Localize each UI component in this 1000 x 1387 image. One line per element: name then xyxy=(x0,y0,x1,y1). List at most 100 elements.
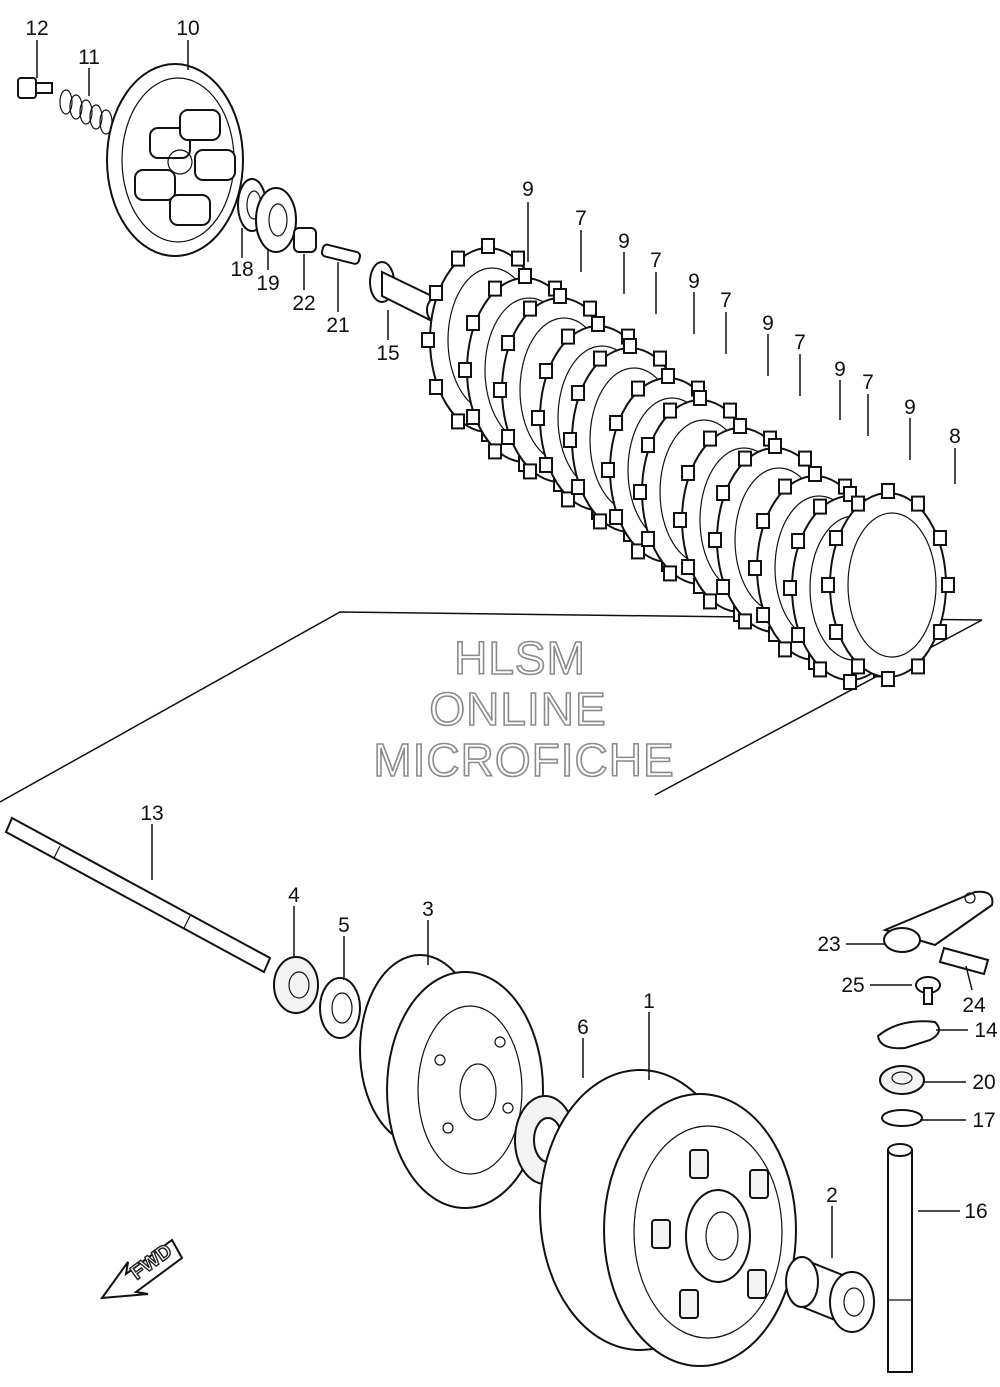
callout-24: 24 xyxy=(962,994,986,1017)
plate-tab xyxy=(458,362,472,378)
bolt-24 xyxy=(938,946,990,976)
plate-tab xyxy=(591,316,605,332)
adjust-screw-21 xyxy=(320,243,362,265)
plate-tab xyxy=(808,466,822,482)
plate-tab xyxy=(539,363,554,379)
plate-tab xyxy=(778,478,792,495)
callout-4: 4 xyxy=(288,884,300,907)
plate-tab xyxy=(523,300,537,317)
plate-tab xyxy=(851,495,865,512)
push-rod-13 xyxy=(4,816,272,974)
plate-tab xyxy=(466,409,481,425)
plate-tab xyxy=(561,328,575,345)
plate-tab xyxy=(488,443,502,460)
plate-tab xyxy=(738,613,752,630)
bolt-12 xyxy=(17,77,53,99)
callout-9a: 9 xyxy=(522,178,534,201)
callout-13: 13 xyxy=(140,802,163,825)
plate-tab xyxy=(553,288,567,304)
watermark-line-2: ONLINE xyxy=(429,683,606,735)
plate-tab xyxy=(641,531,656,547)
plate-tab xyxy=(778,641,792,658)
clutch-housing-1 xyxy=(539,1069,797,1367)
assembly-bracket-outline xyxy=(0,611,983,803)
plate-tab xyxy=(609,415,624,431)
callout-3: 3 xyxy=(422,898,434,921)
callout-23: 23 xyxy=(817,933,840,956)
callout-9e: 9 xyxy=(834,358,846,381)
plate-tab xyxy=(663,565,677,582)
callout-numbers: 12 11 10 18 19 22 21 15 9 7 9 7 9 7 9 7 … xyxy=(25,17,998,1223)
plate-tab xyxy=(681,465,696,481)
plate-tab xyxy=(791,627,806,643)
callout-25: 25 xyxy=(841,974,864,997)
plate-tab xyxy=(429,379,444,395)
plate-tab xyxy=(748,560,762,576)
callout-14: 14 xyxy=(974,1019,998,1042)
plate-tab xyxy=(488,280,502,297)
plate-tab xyxy=(756,513,771,529)
callout-7b: 7 xyxy=(650,249,662,272)
push-piece-15 xyxy=(369,261,442,322)
plate-tab xyxy=(661,368,675,384)
plate-tab xyxy=(932,624,947,640)
plate-tab xyxy=(941,577,955,593)
plate-tab xyxy=(681,559,696,575)
callout-6: 6 xyxy=(577,1016,589,1039)
callout-7a: 7 xyxy=(575,207,587,230)
plate-tab xyxy=(723,402,737,419)
plate-tab xyxy=(583,300,597,317)
plate-tab xyxy=(481,238,495,254)
plate-tab xyxy=(791,533,806,549)
plate-tab xyxy=(798,450,812,467)
plate-tab xyxy=(601,462,615,478)
plate-tab xyxy=(501,335,516,351)
callout-9f: 9 xyxy=(904,396,916,419)
watermark-line-3: MICROFICHE xyxy=(373,734,674,786)
plate-tab xyxy=(851,658,865,675)
plate-tab xyxy=(813,661,827,678)
plate-tab xyxy=(451,250,465,267)
plate-tab xyxy=(881,483,895,499)
plate-tab xyxy=(663,402,677,419)
plate-tab xyxy=(593,350,607,367)
callout-18: 18 xyxy=(230,258,253,281)
plate-tab xyxy=(518,268,532,284)
plate-tab xyxy=(673,512,687,528)
plate-tab xyxy=(881,671,895,687)
plate-tab xyxy=(633,484,647,500)
callout-21: 21 xyxy=(326,314,349,337)
plate-tab xyxy=(716,579,731,595)
callout-22: 22 xyxy=(292,292,315,315)
spacer-2 xyxy=(785,1256,875,1333)
plate-tab xyxy=(466,315,481,331)
plate-tab xyxy=(829,530,844,546)
clutch-plate-stack xyxy=(421,238,955,690)
plate-tab xyxy=(708,532,722,548)
callout-16: 16 xyxy=(964,1200,987,1223)
plate-tab xyxy=(493,382,507,398)
plate-tab xyxy=(451,413,465,430)
plate-tab xyxy=(631,543,645,560)
callout-19: 19 xyxy=(256,272,279,295)
spring-11 xyxy=(59,89,113,135)
plate-tab xyxy=(421,332,435,348)
plate-tab xyxy=(733,418,747,434)
plate-tab xyxy=(571,479,586,495)
callout-20: 20 xyxy=(972,1071,995,1094)
plate-tab xyxy=(703,593,717,610)
plate-tab xyxy=(768,438,782,454)
pressure-plate xyxy=(106,63,244,257)
plate-tab xyxy=(623,338,637,354)
watermark-line-1: HLSM xyxy=(454,632,586,684)
plate-tab xyxy=(911,495,925,512)
plate-tab xyxy=(813,498,827,515)
washer-17 xyxy=(881,1109,923,1127)
callout-15: 15 xyxy=(376,342,399,365)
plate-tab xyxy=(693,390,707,406)
plate-tab xyxy=(593,513,607,530)
nut-22 xyxy=(293,227,317,253)
plate-tab xyxy=(653,350,667,367)
plate-tab xyxy=(703,430,717,447)
